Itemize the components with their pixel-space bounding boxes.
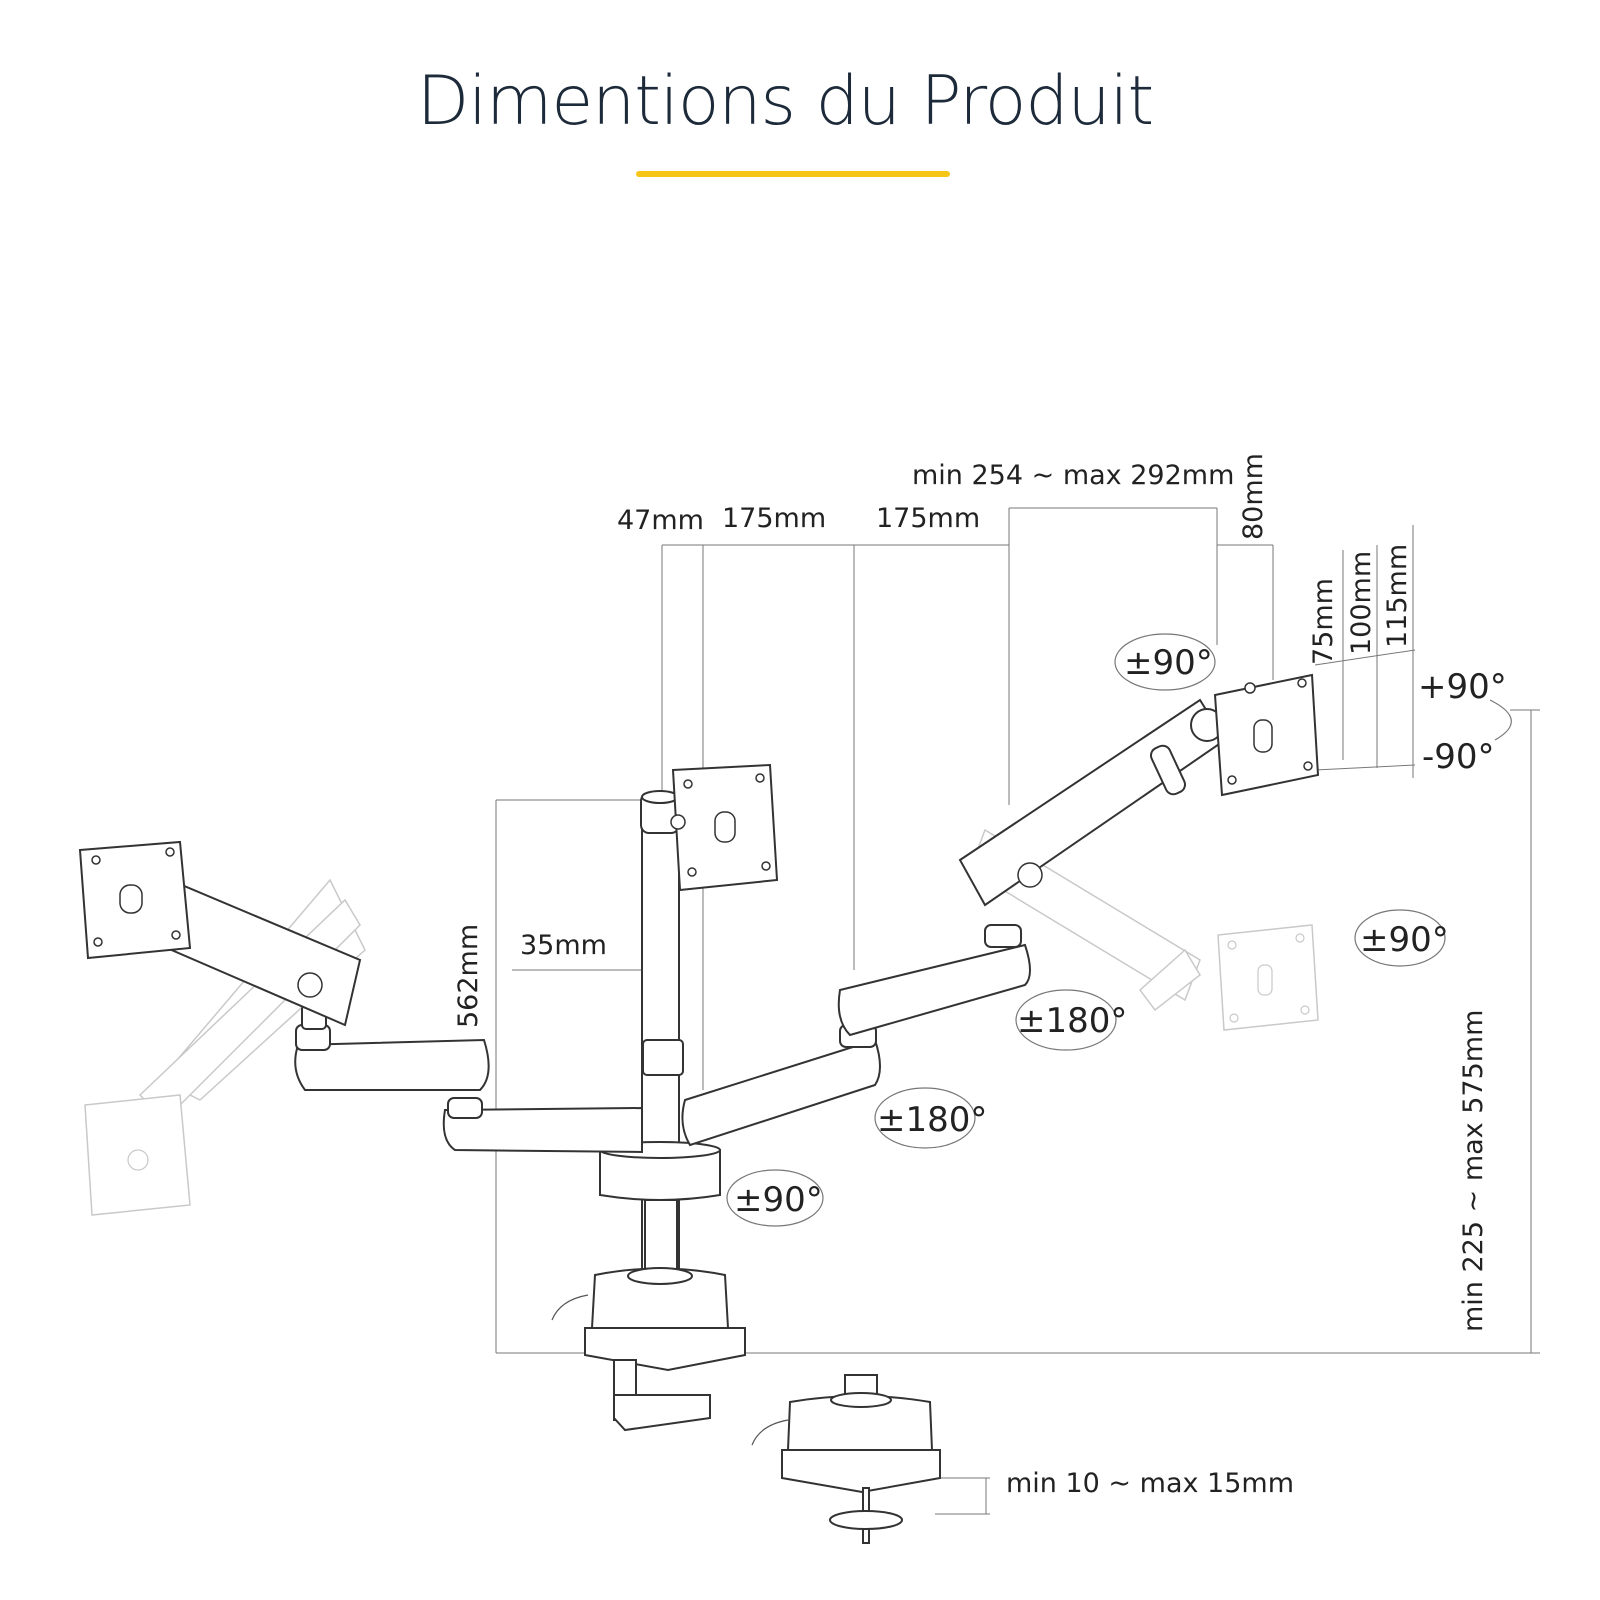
dim-plate-115: 115mm [1382,543,1413,648]
dim-segment-2: 175mm [876,503,981,534]
page-title: Dimentions du Produit [416,62,1154,141]
dim-vesa-75: 75mm [1308,578,1339,665]
rot-arm-180-right: ±180° [1017,1001,1128,1041]
dim-pole-height: 562mm [453,923,484,1028]
dim-height-range: min 225 ~ max 575mm [1458,1009,1489,1332]
main-structure [78,673,1320,1544]
dim-arm-reach: min 254 ~ max 292mm [912,460,1235,491]
dim-vesa-100: 100mm [1346,550,1377,655]
rot-swivel-top: ±90° [1124,643,1213,683]
dim-plate-80: 80mm [1238,453,1269,540]
title-accent-bar [636,171,950,177]
dimension-lines [495,507,1540,1515]
rot-base-swivel: ±90° [734,1180,823,1220]
rot-swivel-right: ±90° [1360,920,1449,960]
rot-arm-180-center: ±180° [877,1100,988,1140]
rot-tilt-down: -90° [1422,737,1495,777]
dim-desk-thickness: min 10 ~ max 15mm [1006,1468,1295,1499]
rot-tilt-up: +90° [1418,667,1507,707]
dim-segment-1: 175mm [722,503,827,534]
dim-offset-47: 47mm [617,505,704,536]
dim-pole-diameter: 35mm [520,930,607,961]
rotation-badges [726,633,1512,1227]
